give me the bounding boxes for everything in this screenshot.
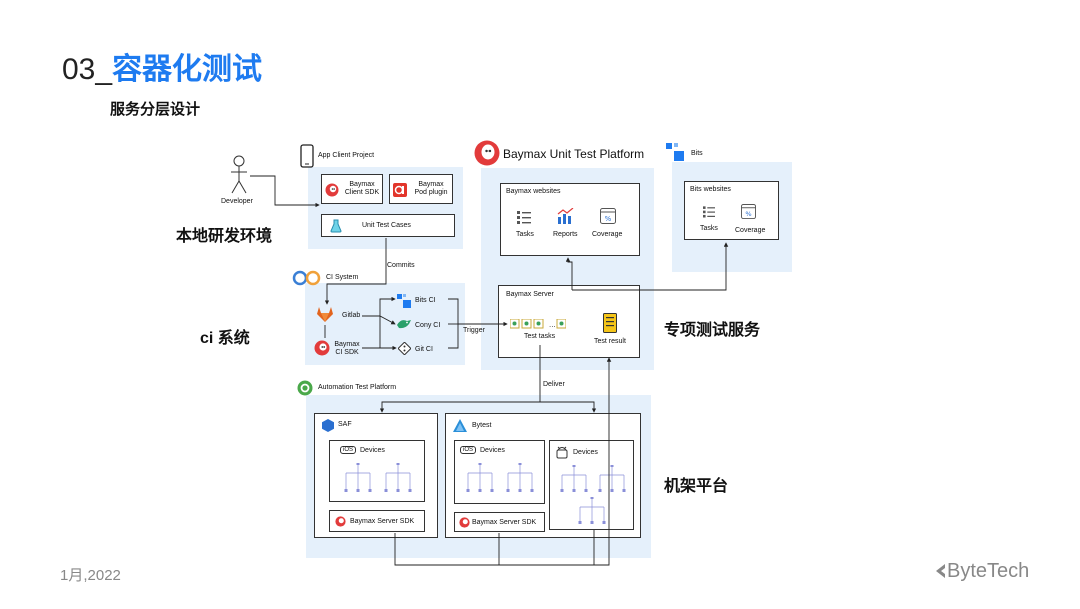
bytetech-chevron-icon [936,564,945,578]
developer-icon [231,155,247,194]
bytest-server-sdk-box: Baymax Server SDK [454,512,545,532]
page-title: 03_容器化测试 [62,53,263,86]
ci-system-zone [305,283,465,365]
pod-plugin-icon [393,183,407,197]
saf-panel: SAF iOS Devices Baymax Server SDK [314,413,438,538]
cony-ci-icon [397,320,411,329]
git-ci-label: Git CI [415,346,433,353]
baymax-logo-icon [325,183,339,197]
client-sdk-box: Baymax Client SDK [321,174,383,204]
baymax-platform-title: Baymax Unit Test Platform [503,147,645,161]
page-subtitle: 服务分层设计 [110,101,201,118]
baymax-ci-icon [314,340,330,356]
client-sdk-label: Baymax Client SDK [344,181,380,196]
gitlab-label: Gitlab [342,312,361,319]
gitlab-icon [317,307,333,322]
bytest-label: Bytest [472,422,492,429]
layer-label-rack: 机架平台 [664,478,729,495]
bytest-icon [453,419,467,432]
bits-ci-icon [397,294,411,308]
footer-date: 1月,2022 [60,567,121,584]
android-device-tree [560,465,626,524]
baymax-tasks-label: Tasks [516,231,534,238]
saf-devices-box: iOS Devices [329,440,425,502]
saf-icon [322,419,334,432]
reports-icon [557,208,574,224]
bytest-ios-icon: iOS [460,446,477,454]
layer-label-local: 本地研发环境 [176,228,273,245]
trigger-edge-label: Trigger [463,327,485,334]
device-tree [344,463,412,492]
commits-edge-label: Commits [387,262,415,269]
svg-text:%: % [605,215,612,223]
unit-tests-label: Unit Test Cases [362,222,411,229]
pod-plugin-label: Baymax Pod plugin [414,181,448,196]
saf-label: SAF [338,421,352,428]
baymax-server-box: Baymax Server ... Test tasks Test result [498,285,640,358]
phone-icon [300,144,314,168]
ci-sdk-label: Baymax CI SDK [334,341,360,356]
saf-server-sdk-label: Baymax Server SDK [350,518,415,525]
layer-label-special: 专项测试服务 [664,322,761,339]
bytest-panel: Bytest iOS Devices Devices [445,413,641,538]
test-tasks-label: Test tasks [524,333,556,340]
coverage-icon: % [600,208,616,224]
ci-system-title: CI System [326,274,359,281]
svg-text:%: % [745,210,751,218]
bytest-android-devices-box: Devices [549,440,634,530]
bits-tasks-icon [703,206,715,218]
baymax-reports-label: Reports [553,231,578,238]
bits-coverage-icon: % [741,204,756,219]
bytetech-logo: ByteTech [933,560,1029,583]
android-icon [556,446,568,459]
tasks-icon [517,211,531,224]
bytest-android-devices-label: Devices [573,449,598,456]
bytest-server-sdk-label: Baymax Server SDK [472,519,537,526]
baymax-sdk-icon [335,516,346,527]
layer-label-ci: ci 系统 [200,330,250,347]
test-result-label: Test result [594,338,626,345]
baymax-websites-box: Baymax websites Tasks Reports % Coverage [500,183,640,256]
baymax-server-title: Baymax Server [506,291,554,298]
saf-devices-label: Devices [360,447,385,454]
unit-tests-box: Unit Test Cases [321,214,455,237]
pod-plugin-box: Baymax Pod plugin [389,174,453,204]
baymax-platform-logo-icon [474,140,500,166]
bits-logo-icon [666,143,684,161]
ci-system-icon [292,270,321,286]
test-tasks-icon: ... [510,319,566,329]
bytest-ios-devices-label: Devices [480,447,505,454]
bits-websites-box: Bits websites Tasks % Coverage [684,181,779,240]
automation-icon [297,380,313,396]
bits-title: Bits [691,150,703,157]
bytest-baymax-sdk-icon [459,517,470,528]
deliver-edge-label: Deliver [543,381,565,388]
bytest-device-tree [466,463,534,492]
bits-coverage-label: Coverage [735,227,766,234]
app-client-title: App Client Project [318,152,375,159]
svg-text:...: ... [549,321,556,329]
git-ci-icon [398,342,411,355]
flask-icon [330,219,342,233]
bits-tasks-label: Tasks [700,225,718,232]
bits-ci-label: Bits CI [415,297,436,304]
ios-icon: iOS [340,446,357,454]
developer-label: Developer [221,198,253,205]
cony-ci-label: Cony CI [415,322,441,329]
test-result-icon [603,313,617,333]
bytest-ios-devices-box: iOS Devices [454,440,545,504]
baymax-coverage-label: Coverage [592,231,623,238]
saf-server-sdk-box: Baymax Server SDK [329,510,425,532]
baymax-websites-title: Baymax websites [506,188,561,195]
automation-title: Automation Test Platform [318,384,397,391]
bits-websites-title: Bits websites [690,186,731,193]
